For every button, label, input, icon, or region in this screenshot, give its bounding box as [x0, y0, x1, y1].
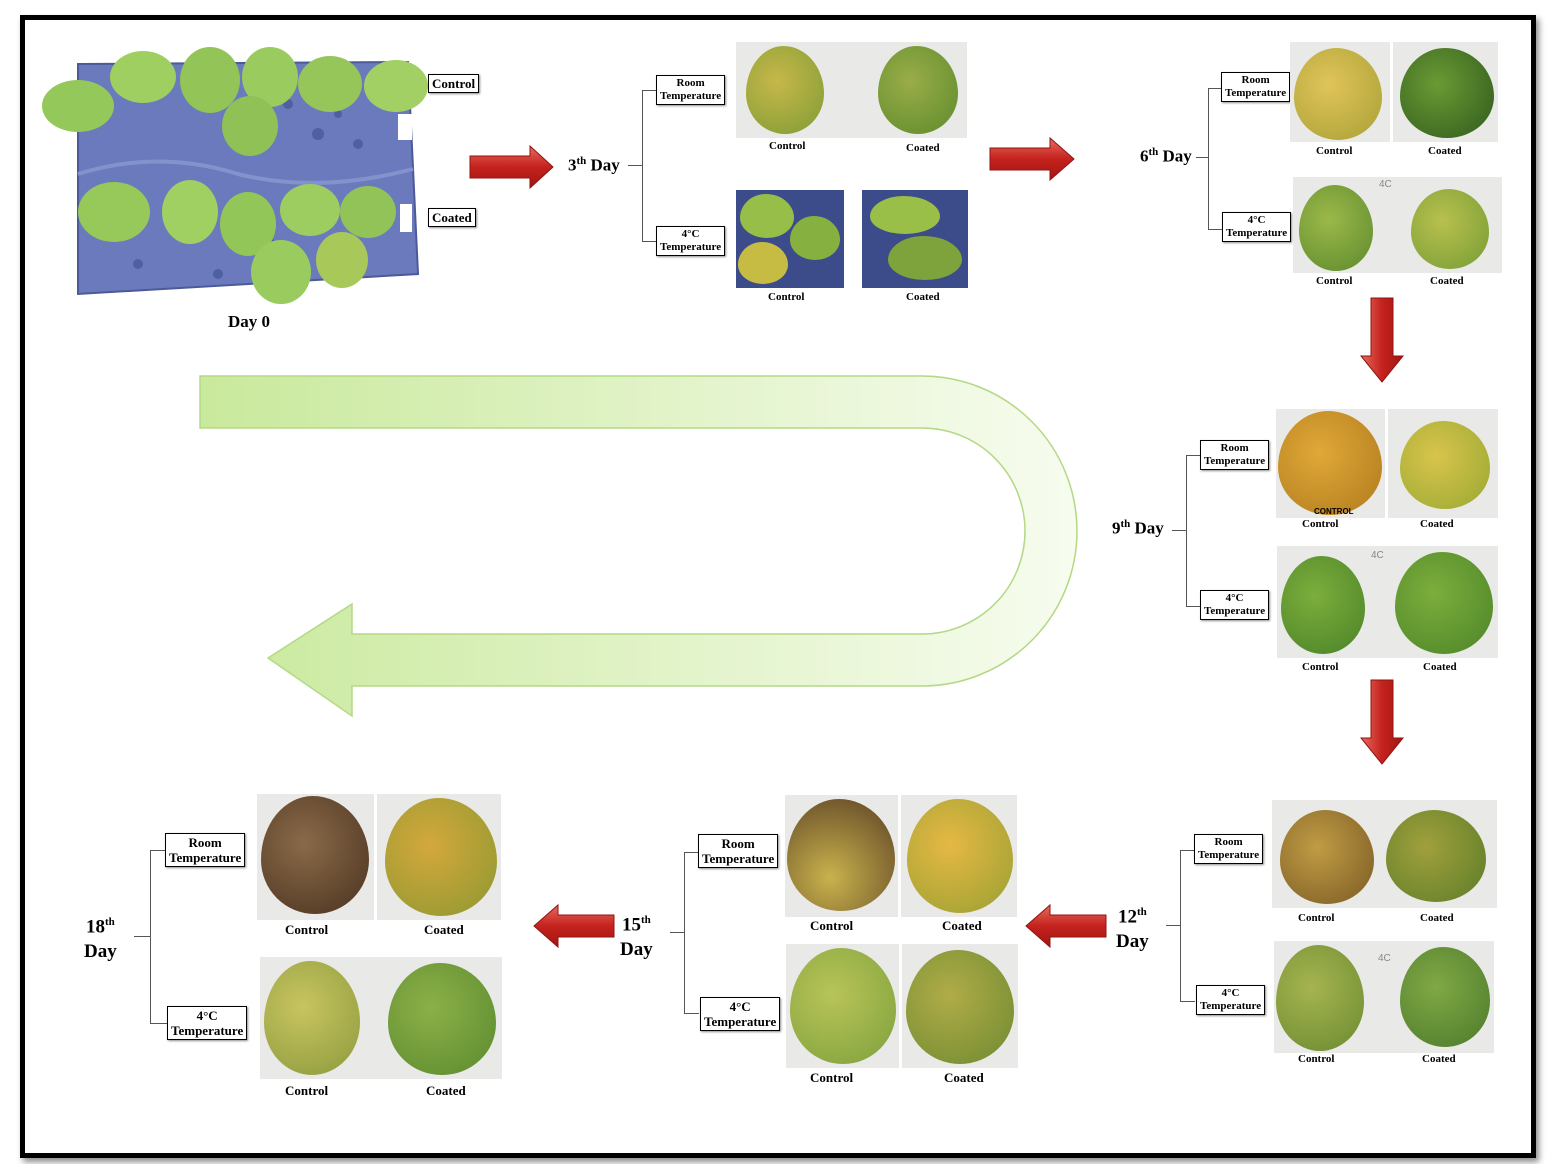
day3-room-coated-caption: Coated	[906, 142, 940, 154]
arrow-day6-to-day9	[1359, 297, 1405, 383]
day3-cold-control-caption: Control	[768, 291, 805, 303]
day9-room-coated-caption: Coated	[1420, 518, 1454, 530]
day3-bracket-stem	[628, 165, 642, 166]
u-turn-arrow	[199, 375, 1078, 718]
day9-cold-control-caption: Control	[1302, 661, 1339, 673]
day15-room-coated-caption: Coated	[942, 918, 982, 933]
day12-bracket-stem	[1166, 925, 1180, 926]
day12-room-coated-caption: Coated	[1420, 912, 1454, 924]
day3-room-photo	[736, 42, 967, 138]
day12-room-control-caption: Control	[1298, 912, 1335, 924]
day12-cold-control-caption: Control	[1298, 1053, 1335, 1065]
day9-room-photo: CONTROL	[1276, 409, 1498, 518]
day15-cold-photo	[786, 944, 1018, 1068]
day3-bracket	[642, 90, 657, 242]
day12-fridge-tag: 4C	[1378, 953, 1391, 964]
day9-bracket-stem	[1172, 530, 1186, 531]
day6-cold-coated-caption: Coated	[1430, 275, 1464, 287]
day15-cold-control-caption: Control	[810, 1070, 854, 1085]
day18-cold-photo	[260, 957, 502, 1079]
day18-bracket-stem	[134, 936, 150, 937]
day12-label: 12th Day	[1116, 906, 1149, 953]
day9-room-control-caption: Control	[1302, 518, 1339, 530]
day18-room-photo	[257, 794, 501, 920]
day18-bracket	[150, 850, 167, 1024]
day6-fridge-tag: 4C	[1379, 179, 1392, 190]
day15-bracket-stem	[670, 932, 684, 933]
day0-label: Day 0	[228, 312, 271, 331]
day12-cold-coated-caption: Coated	[1422, 1053, 1456, 1065]
day18-cold-coated-caption: Coated	[426, 1083, 466, 1098]
day15-room-control-caption: Control	[810, 918, 854, 933]
day12-cold-photo: 4C	[1274, 941, 1494, 1053]
day9-bracket	[1186, 455, 1201, 607]
day12-bracket	[1180, 850, 1195, 1002]
day0-coated-tag: Coated	[428, 208, 476, 227]
day3-cold-coated-caption: Coated	[906, 291, 940, 303]
arrow-day15-to-day18	[533, 903, 615, 949]
day9-label: 9th Day	[1112, 518, 1164, 538]
day18-label: 18th Day	[84, 916, 117, 963]
day9-cold-coated-caption: Coated	[1423, 661, 1457, 673]
day9-cold-photo: 4C	[1277, 546, 1498, 658]
arrow-day0-to-day3	[469, 144, 554, 190]
day15-label: 15th Day	[620, 914, 653, 961]
day6-cold-control-caption: Control	[1316, 275, 1353, 287]
day6-room-control-caption: Control	[1316, 145, 1353, 157]
day18-cold-control-caption: Control	[285, 1083, 329, 1098]
day3-label: 3th Day	[568, 155, 620, 175]
day18-room-control-caption: Control	[285, 922, 329, 937]
day6-bracket-stem	[1196, 157, 1208, 158]
day0-tray-photo	[38, 44, 428, 306]
day9-control-written: CONTROL	[1314, 507, 1354, 516]
day3-room-control-caption: Control	[769, 140, 806, 152]
arrow-day12-to-day15	[1025, 903, 1107, 949]
day0-control-tag: Control	[428, 74, 480, 93]
day15-cold-coated-caption: Coated	[944, 1070, 984, 1085]
day6-room-photo	[1290, 42, 1498, 142]
day12-room-photo	[1272, 800, 1497, 908]
day6-cold-photo: 4C	[1293, 177, 1502, 273]
day15-room-photo	[785, 795, 1017, 917]
day0-tray-graphic	[42, 47, 428, 304]
day9-fridge-tag: 4C	[1371, 550, 1384, 561]
day18-room-coated-caption: Coated	[424, 922, 464, 937]
day6-room-coated-caption: Coated	[1428, 145, 1462, 157]
arrow-day9-to-day12	[1359, 679, 1405, 765]
day3-cold-photo	[736, 190, 968, 288]
day6-label: 6th Day	[1140, 146, 1192, 166]
arrow-day3-to-day6	[989, 136, 1075, 182]
day6-bracket	[1208, 88, 1223, 230]
day15-bracket	[684, 852, 699, 1014]
